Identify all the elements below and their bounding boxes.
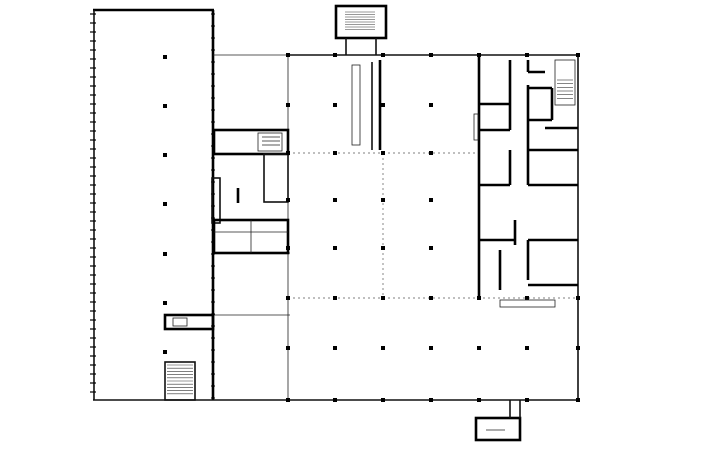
- column: [286, 103, 290, 107]
- column: [381, 151, 385, 155]
- column: [381, 246, 385, 250]
- left-wing: [90, 8, 290, 401]
- column: [163, 153, 167, 157]
- column: [163, 202, 167, 206]
- column: [429, 53, 433, 57]
- office-rooms: [477, 55, 578, 298]
- column: [333, 246, 337, 250]
- lift-block: [163, 313, 215, 331]
- column: [576, 398, 580, 402]
- counter: [499, 299, 556, 308]
- column: [576, 53, 580, 57]
- lift-car: [172, 317, 188, 327]
- column: [429, 103, 433, 107]
- column: [429, 246, 433, 250]
- column: [286, 246, 290, 250]
- column: [333, 151, 337, 155]
- service-core: [211, 128, 290, 255]
- column: [381, 103, 385, 107]
- column: [525, 53, 529, 57]
- main-hall: [286, 53, 580, 402]
- stair-tower-top: [334, 4, 388, 55]
- stair-upper-right: [554, 59, 576, 106]
- column: [381, 346, 385, 350]
- column: [333, 296, 337, 300]
- column: [477, 398, 481, 402]
- column: [381, 198, 385, 202]
- facade-mullions: [90, 13, 215, 399]
- middle-strip: [213, 54, 290, 400]
- column: [381, 398, 385, 402]
- column: [286, 346, 290, 350]
- column: [333, 346, 337, 350]
- column: [163, 350, 167, 354]
- column: [429, 296, 433, 300]
- column: [525, 346, 529, 350]
- column: [163, 301, 167, 305]
- column: [429, 198, 433, 202]
- column: [333, 103, 337, 107]
- column: [477, 346, 481, 350]
- column: [333, 398, 337, 402]
- column: [576, 296, 580, 300]
- column: [163, 252, 167, 256]
- column: [163, 55, 167, 59]
- column: [381, 53, 385, 57]
- column: [429, 398, 433, 402]
- partition: [473, 113, 479, 141]
- column: [286, 398, 290, 402]
- column: [525, 398, 529, 402]
- column: [333, 53, 337, 57]
- stair-tower-bottom: [474, 400, 522, 442]
- stair-lower-left: [164, 361, 196, 401]
- column: [333, 198, 337, 202]
- left-wing-columns: [163, 55, 167, 354]
- column: [429, 151, 433, 155]
- column: [286, 53, 290, 57]
- column: [429, 346, 433, 350]
- column: [286, 198, 290, 202]
- column: [286, 151, 290, 155]
- column: [576, 346, 580, 350]
- column: [163, 104, 167, 108]
- column: [286, 296, 290, 300]
- main-hall-columns: [286, 53, 580, 402]
- column: [525, 296, 529, 300]
- column: [381, 296, 385, 300]
